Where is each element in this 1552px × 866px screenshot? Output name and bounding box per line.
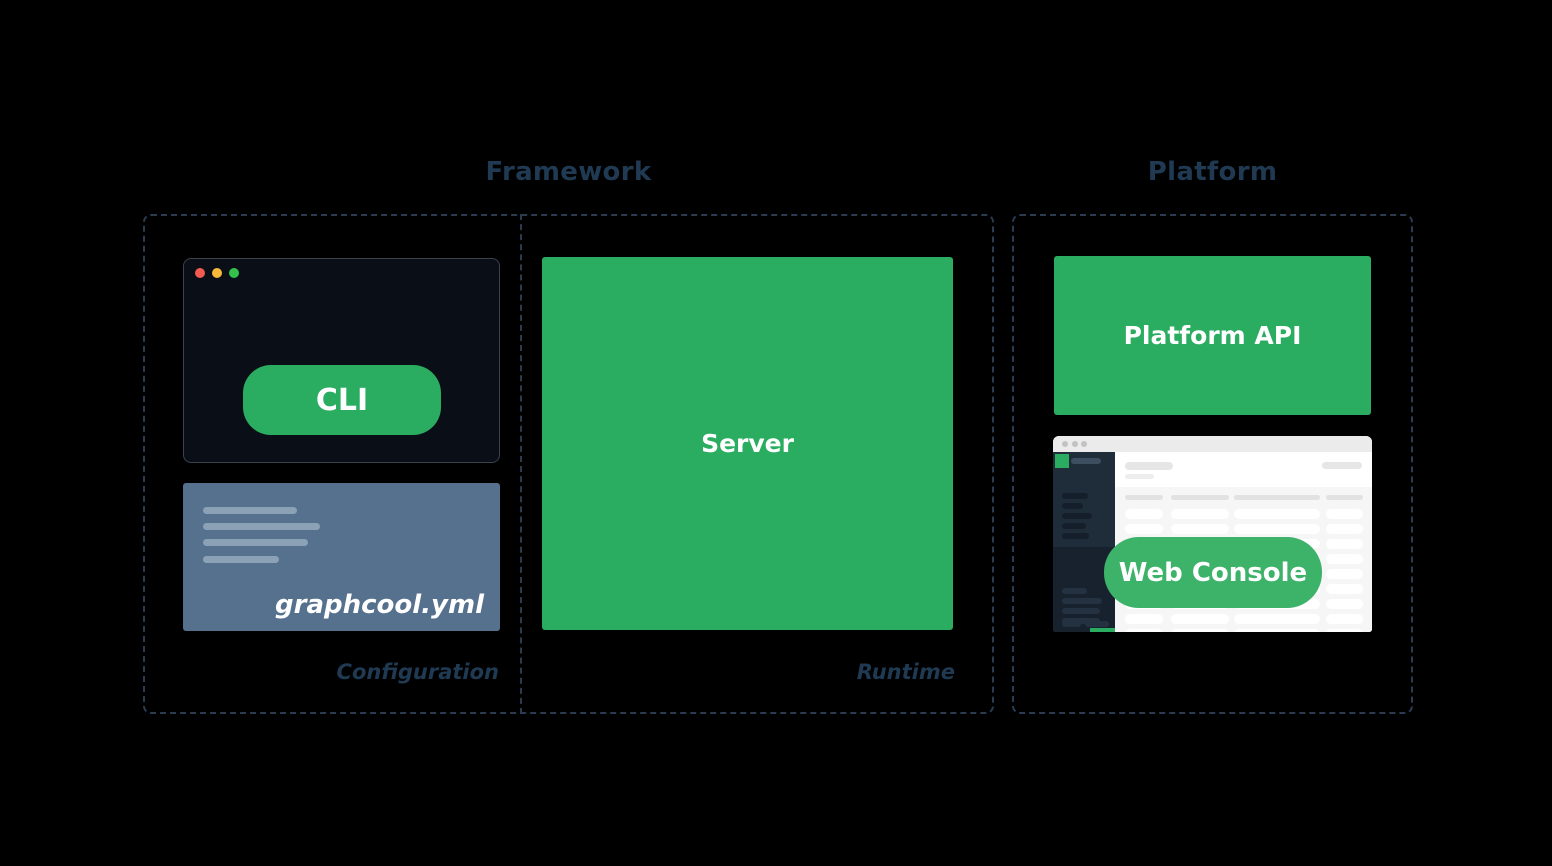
console-nav-item-placeholder	[1062, 533, 1089, 539]
runtime-label: Runtime	[856, 660, 955, 684]
console-table-cell-placeholder	[1326, 569, 1363, 579]
platform-api-box: Platform API	[1054, 256, 1371, 415]
console-table-cell-placeholder	[1125, 614, 1163, 624]
code-line	[203, 556, 279, 563]
console-page-title-placeholder	[1125, 462, 1173, 470]
code-line	[203, 539, 308, 546]
browser-titlebar	[1053, 436, 1372, 452]
server-label: Server	[701, 429, 794, 458]
console-table-header-placeholder	[1234, 495, 1320, 500]
console-table-cell-placeholder	[1326, 584, 1363, 594]
framework-title: Framework	[485, 157, 652, 187]
configuration-label: Configuration	[336, 660, 499, 684]
platform-title: Platform	[1147, 157, 1278, 187]
web-console-button[interactable]: Web Console	[1104, 537, 1322, 608]
console-nav-item-placeholder	[1062, 598, 1102, 604]
cli-button[interactable]: CLI	[243, 365, 441, 435]
console-nav-item-placeholder	[1062, 608, 1100, 614]
console-table-cell-placeholder	[1326, 524, 1363, 534]
console-table-cell-placeholder	[1234, 509, 1320, 519]
console-nav-item-placeholder	[1062, 618, 1100, 624]
console-table-cell-placeholder	[1125, 629, 1163, 632]
console-table-cell-placeholder	[1326, 629, 1363, 632]
cli-button-label: CLI	[315, 382, 369, 418]
code-line	[203, 523, 320, 530]
console-footer-placeholder	[1062, 621, 1081, 627]
console-nav-item-placeholder	[1062, 588, 1087, 594]
console-table-cell-placeholder	[1234, 524, 1320, 534]
console-subtitle-placeholder	[1125, 474, 1154, 479]
config-file-block: graphcool.yml	[183, 483, 500, 631]
code-line	[203, 507, 297, 514]
console-sidebar	[1053, 452, 1115, 632]
console-nav-item-placeholder	[1062, 523, 1086, 529]
console-nav-item-placeholder	[1062, 513, 1092, 519]
window-close-icon	[195, 268, 205, 278]
framework-container	[143, 214, 994, 714]
console-table-cell-placeholder	[1326, 539, 1363, 549]
console-table-cell-placeholder	[1326, 614, 1363, 624]
console-nav-item-placeholder	[1062, 503, 1083, 509]
config-filename: graphcool.yml	[275, 590, 484, 620]
console-sidebar-header-placeholder	[1071, 458, 1101, 464]
console-table-cell-placeholder	[1125, 509, 1163, 519]
terminal-window: CLI	[183, 258, 500, 463]
platform-api-label: Platform API	[1123, 321, 1302, 350]
console-table-cell-placeholder	[1326, 509, 1363, 519]
window-zoom-icon	[229, 268, 239, 278]
console-table-cell-placeholder	[1171, 629, 1229, 632]
console-table-cell-placeholder	[1326, 599, 1363, 609]
console-logo-icon	[1055, 454, 1069, 468]
console-action-placeholder	[1322, 462, 1362, 469]
console-table-header-placeholder	[1326, 495, 1363, 500]
console-sidebar-green-indicator	[1090, 628, 1115, 632]
platform-container	[1012, 214, 1413, 714]
console-table-cell-placeholder	[1171, 509, 1229, 519]
browser-dot-icon	[1072, 441, 1078, 447]
console-table-cell-placeholder	[1234, 629, 1320, 632]
server-box: Server	[542, 257, 953, 630]
console-table-cell-placeholder	[1125, 524, 1163, 534]
console-nav-item-placeholder	[1062, 493, 1088, 499]
console-footer-placeholder	[1085, 621, 1109, 627]
console-table-cell-placeholder	[1171, 614, 1229, 624]
console-table-cell-placeholder	[1234, 614, 1320, 624]
web-console-button-label: Web Console	[1118, 557, 1308, 588]
browser-dot-icon	[1081, 441, 1087, 447]
console-table-header-placeholder	[1125, 495, 1163, 500]
console-table-header-placeholder	[1171, 495, 1229, 500]
window-minimize-icon	[212, 268, 222, 278]
console-table-cell-placeholder	[1326, 554, 1363, 564]
console-table-cell-placeholder	[1171, 524, 1229, 534]
configuration-runtime-divider	[520, 214, 522, 714]
browser-dot-icon	[1062, 441, 1068, 447]
